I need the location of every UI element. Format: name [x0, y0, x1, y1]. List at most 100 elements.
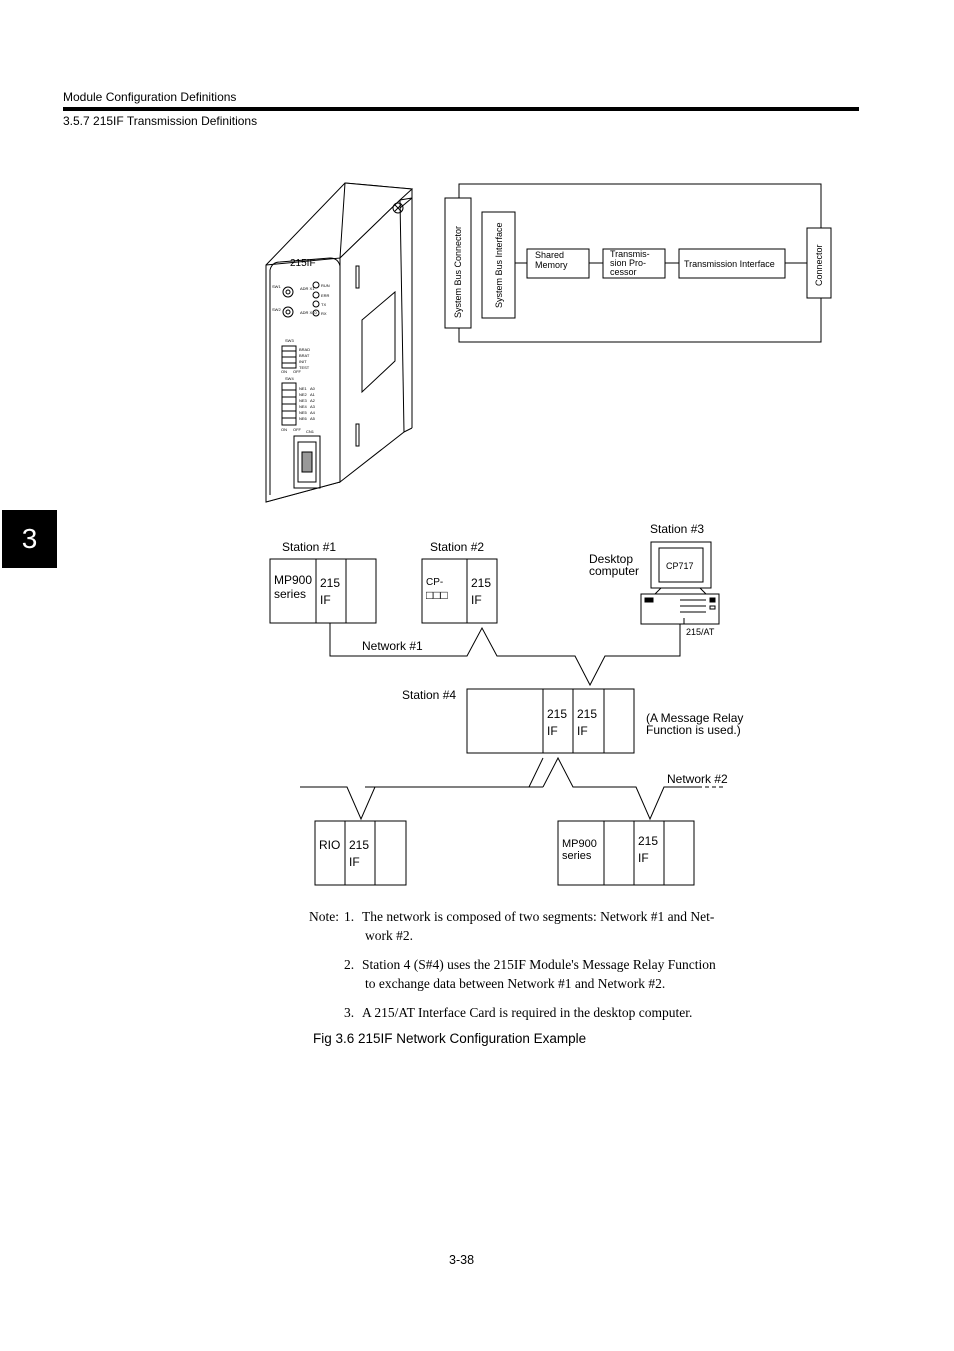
station2-box	[421, 558, 498, 624]
figure-caption: Fig 3.6 215IF Network Configuration Exam…	[313, 1031, 587, 1046]
dip4-off-label: OFF	[293, 427, 302, 432]
dip-label-brad: BRAD	[299, 347, 310, 352]
dip-label-init: INIT	[299, 359, 307, 364]
station3-label: Station #3	[650, 522, 704, 536]
note1-line2: work #2.	[365, 928, 413, 943]
station1-slot1-line1: MP900	[274, 573, 312, 587]
connector-label: Connector	[814, 244, 824, 286]
mp900-slot1-line1: MP900	[562, 838, 597, 850]
note1-number: 1.	[344, 909, 355, 924]
station4-slot1-line1: 215	[547, 707, 567, 721]
dip-label-a0: A0	[310, 386, 316, 391]
chapter-tab: 3	[2, 510, 57, 568]
switch-label-sw3: SW3	[285, 338, 294, 343]
station4-slot2-line1: 215	[577, 707, 597, 721]
dip-label-ne6: NE6	[299, 416, 308, 421]
station4-note-line1: (A Message Relay	[646, 711, 743, 725]
rio-station-box	[314, 820, 407, 886]
station1-slot2-line2: IF	[320, 593, 331, 607]
led-label-rx: RX	[321, 311, 327, 316]
mp900-slot1-line2: series	[562, 850, 592, 862]
dip-label-a4: A4	[310, 410, 316, 415]
station4-box	[466, 688, 635, 754]
dip-off-label: OFF	[293, 369, 302, 374]
dip-label-a5: A5	[310, 416, 316, 421]
led-label-tx: TX	[321, 302, 326, 307]
connector-box	[806, 227, 832, 299]
rotary-label-x10: ADR X10	[300, 310, 317, 315]
rio-slot2-line1: 215	[349, 838, 369, 852]
switch-label-sw1: SW1	[272, 284, 281, 289]
dip-label-brat: BRAT	[299, 353, 310, 358]
monitor-screen-label: CP717	[666, 561, 694, 571]
dip-label-ne3: NE3	[299, 398, 308, 403]
computer-box	[640, 593, 720, 625]
station1-box	[269, 558, 377, 624]
station1-slot2-line1: 215	[320, 576, 340, 590]
dip-label-a1: A1	[310, 392, 316, 397]
network-diagram	[269, 541, 724, 886]
transmission-interface-label: Transmission Interface	[684, 259, 775, 269]
card-label: 215/AT	[686, 627, 715, 637]
station2-slot1-line1: CP-	[426, 577, 443, 588]
transmission-processor-label-1: Transmis-	[610, 249, 650, 259]
system-bus-interface-box	[481, 211, 516, 319]
header-rule	[63, 107, 859, 111]
note2-number: 2.	[344, 957, 355, 972]
network1-label: Network #1	[362, 639, 423, 653]
station4-slot2-line2: IF	[577, 724, 588, 738]
station2-slot1-line2: □□□	[426, 588, 448, 602]
dip4-on-label: ON	[281, 427, 287, 432]
block-diagram	[444, 183, 832, 343]
switch-label-sw4: SW4	[285, 376, 294, 381]
note3-line1: A 215/AT Interface Card is required in t…	[362, 1005, 693, 1020]
dip-label-ne2: NE2	[299, 392, 308, 397]
switch-label-sw2: SW2	[272, 307, 281, 312]
subsection-header: 3.5.7 215IF Transmission Definitions	[63, 114, 258, 128]
mp900-slot2-line1: 215	[638, 834, 658, 848]
led-label-run: RUN	[321, 283, 330, 288]
page-number: 3-38	[449, 1253, 475, 1267]
network2-label: Network #2	[667, 772, 728, 786]
station4-note-line2: Function is used.)	[646, 723, 741, 737]
station4-label: Station #4	[402, 688, 456, 702]
note1-line1: The network is composed of two segments:…	[362, 909, 715, 924]
transmission-processor-label-3: cessor	[610, 267, 637, 277]
dip-label-a3: A3	[310, 404, 316, 409]
note2-line2: to exchange data between Network #1 and …	[365, 976, 666, 991]
note3-number: 3.	[344, 1005, 355, 1020]
station1-slot1-line2: series	[274, 587, 306, 601]
mp900-slot2-line2: IF	[638, 851, 649, 865]
transmission-interface-box	[678, 248, 786, 279]
rotary-label-x1: ADR X1	[300, 286, 315, 291]
system-bus-connector-label: System Bus Connector	[453, 226, 463, 318]
led-label-err: ERR	[321, 293, 330, 298]
module-illustration	[265, 182, 414, 503]
system-bus-interface-label: System Bus Interface	[494, 222, 504, 308]
note-prefix: Note:	[309, 909, 339, 924]
switch-label-cn1: CN1	[306, 429, 315, 434]
shared-memory-label-2: Memory	[535, 260, 568, 270]
dip-label-ne1: NE1	[299, 386, 308, 391]
station2-slot2-line2: IF	[471, 593, 482, 607]
dip-label-ne5: NE5	[299, 410, 308, 415]
section-header: Module Configuration Definitions	[63, 90, 237, 104]
rio-slot2-line2: IF	[349, 855, 360, 869]
station1-label: Station #1	[282, 540, 336, 554]
rio-slot1-label: RIO	[319, 838, 340, 852]
station4-slot1-line2: IF	[547, 724, 558, 738]
note2-line1: Station 4 (S#4) uses the 215IF Module's …	[362, 957, 716, 972]
station2-label: Station #2	[430, 540, 484, 554]
dip-on-label: ON	[281, 369, 287, 374]
transmission-processor-label-2: sion Pro-	[610, 258, 646, 268]
system-bus-connector-box	[444, 197, 472, 329]
station3-desc-line2: computer	[589, 564, 639, 578]
dip-label-ne4: NE4	[299, 404, 308, 409]
dip-label-a2: A2	[310, 398, 316, 403]
shared-memory-label-1: Shared	[535, 250, 564, 260]
station3-desc-line1: Desktop	[589, 552, 633, 566]
mp900-station-box	[557, 820, 695, 886]
station2-slot2-line1: 215	[471, 576, 491, 590]
dip-label-test: TEST	[299, 365, 310, 370]
